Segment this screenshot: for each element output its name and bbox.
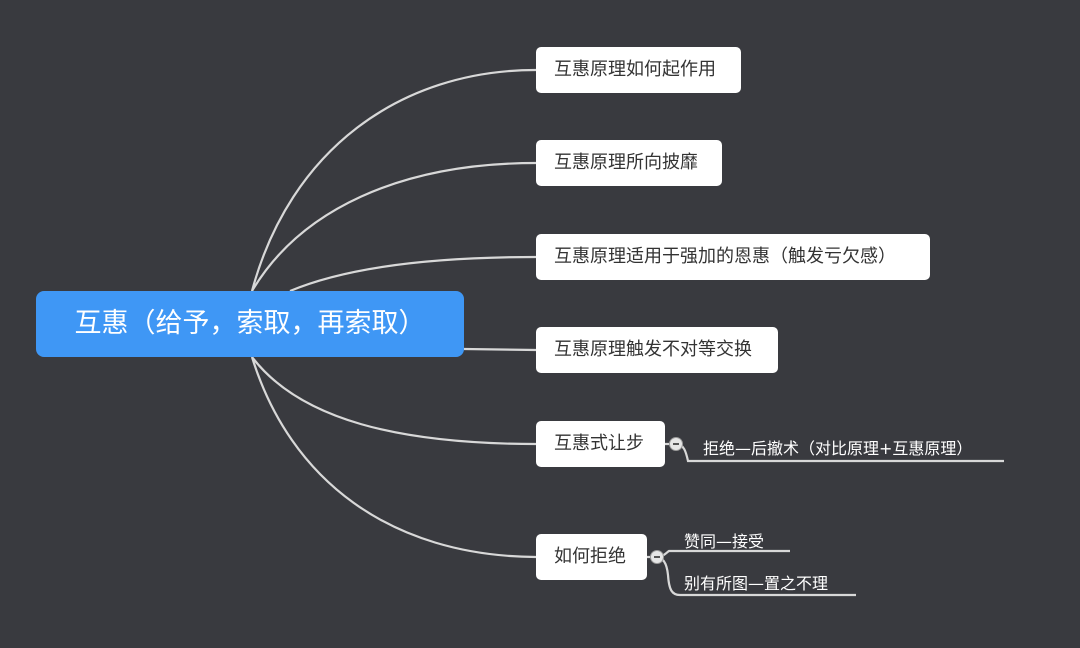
collapse-toggle-icon[interactable] xyxy=(669,437,683,451)
subtopic-agree-accept[interactable]: 赞同—接受 xyxy=(684,532,765,551)
link-root-branch-3 xyxy=(289,255,537,293)
branch-unequal-exchange[interactable]: 互惠原理触发不对等交换 xyxy=(536,327,778,373)
link-root-branch-5 xyxy=(251,356,537,446)
link-root-branch-6 xyxy=(250,356,537,559)
link-root-branch-4 xyxy=(463,347,537,352)
branch-how-to-refuse[interactable]: 如何拒绝 xyxy=(536,534,647,580)
branch-reciprocal-concession[interactable]: 互惠式让步 xyxy=(536,421,665,467)
link-root-branch-2 xyxy=(251,161,537,292)
branch-imposed-favors[interactable]: 互惠原理适用于强加的恩惠（触发亏欠感） xyxy=(536,234,930,280)
branch-how-reciprocity-works[interactable]: 互惠原理如何起作用 xyxy=(536,47,741,93)
subtopic-door-in-the-face[interactable]: 拒绝—后撤术（对比原理+互惠原理） xyxy=(703,439,973,458)
collapse-toggle-icon[interactable] xyxy=(650,550,664,564)
subtopic-ulterior-ignore[interactable]: 别有所图—置之不理 xyxy=(684,574,829,593)
root-topic[interactable]: 互惠（给予，索取，再索取） xyxy=(36,291,464,357)
branch-reciprocity-invincible[interactable]: 互惠原理所向披靡 xyxy=(536,140,722,186)
link-root-branch-1 xyxy=(250,68,537,292)
